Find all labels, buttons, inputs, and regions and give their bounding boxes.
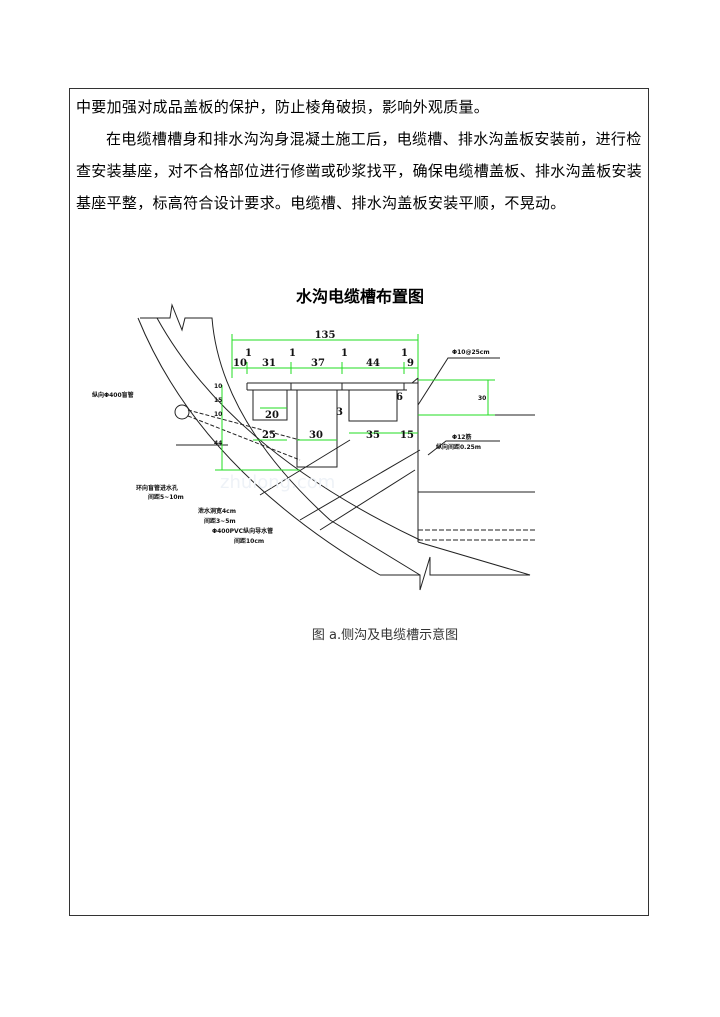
pipe-lines (187, 409, 301, 461)
label-rebar-spacing: 纵向间距0.25m (436, 443, 481, 451)
dim-gap: 1 (245, 348, 252, 359)
dimension-lines-top (231, 334, 419, 378)
rebar-leaders (417, 357, 500, 456)
dim-v: 10 (214, 411, 222, 418)
dim-135: 135 (315, 330, 336, 341)
paragraph-1: 中要加强对成品盖板的保护，防止棱角破损，影响外观质量。 (76, 98, 490, 116)
dimension-lines-inner (215, 379, 495, 471)
cover-slabs (246, 382, 418, 391)
vertical-dims: 10 15 10 44 30 (214, 383, 486, 447)
leader-lines (259, 439, 421, 531)
label-ring-hole-spacing: 间距5~10m (148, 493, 184, 501)
dim-v: 30 (478, 395, 486, 402)
page-frame (69, 88, 649, 916)
left-trough (252, 390, 288, 421)
dim-width: 31 (262, 358, 276, 369)
dim-v: 15 (214, 397, 222, 404)
drawing-title: 水沟电缆槽布置图 (295, 287, 424, 306)
middle-trough (296, 390, 338, 468)
dim-35: 35 (366, 430, 380, 441)
dim-gap: 1 (289, 348, 296, 359)
dim-20: 20 (265, 410, 279, 421)
slope-boundary (140, 303, 421, 576)
dim-15: 15 (400, 430, 414, 441)
slope-line-outer (137, 317, 381, 576)
blind-pipe (174, 404, 190, 420)
hidden-lines (418, 529, 535, 541)
dim-30: 30 (309, 430, 323, 441)
dim-v: 10 (214, 383, 222, 390)
dim-25: 25 (262, 430, 276, 441)
dim-width: 10 (233, 358, 247, 369)
label-rebar-top: Φ10@25cm (452, 349, 490, 356)
label-drain-slot-spacing: 间距3~5m (204, 517, 236, 525)
paragraph-2: 在电缆槽槽身和排水沟沟身混凝土施工后，电缆槽、排水沟盖板安装前，进行检查安装基座… (76, 130, 643, 212)
dim-gap: 1 (401, 348, 408, 359)
dim-width: 37 (311, 358, 325, 369)
dim-6: 6 (396, 392, 403, 403)
label-blind-pipe: 纵向Φ400盲管 (92, 391, 134, 399)
dim-v: 44 (214, 440, 222, 447)
label-ring-hole: 环向盲管进水孔 (136, 484, 178, 492)
label-pvc-pipe: Φ400PVC纵向导水管 (212, 527, 273, 535)
right-wall (380, 376, 535, 591)
right-trough (348, 390, 398, 422)
label-pvc-pipe-spacing: 间距10cm (234, 537, 264, 545)
dim-width: 9 (407, 358, 414, 369)
dim-width: 44 (366, 358, 380, 369)
dim-gap: 1 (341, 348, 348, 359)
label-rebar-side: Φ12筋 (452, 433, 471, 441)
slope-line-inner (156, 317, 421, 541)
label-drain-slot: 泄水洞宽4cm (198, 507, 236, 515)
dim-3: 3 (336, 407, 343, 418)
watermark: zhulong.com (220, 472, 335, 493)
figure-caption: 图 a.侧沟及电缆槽示意图 (311, 628, 459, 643)
